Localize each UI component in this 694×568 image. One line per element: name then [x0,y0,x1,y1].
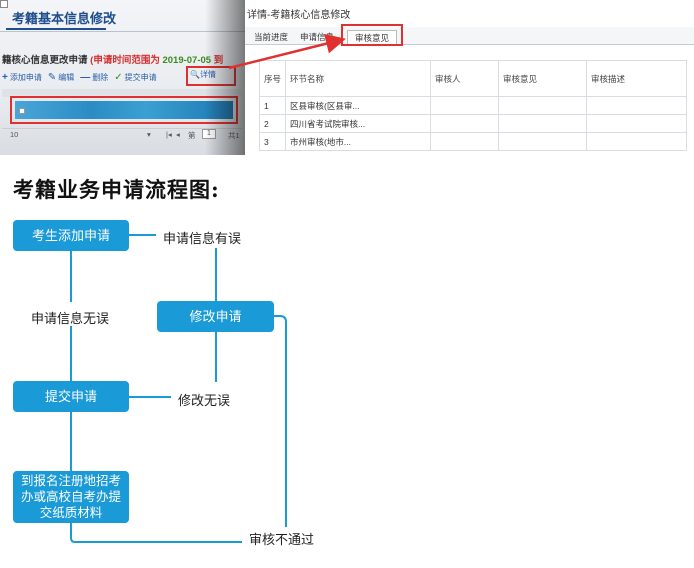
add-button[interactable]: +添加申请 [2,71,42,83]
table-row[interactable]: 3 市州审核(地市... [258,132,688,151]
edge-shadow [205,0,245,155]
left-screenshot: 考籍基本信息修改 籍核心信息更改申请 (申请时间范围为 2019-07-05 到… [0,0,245,155]
prev-page-icon[interactable]: ◂ [176,130,180,139]
flow-node-submit-materials: 到报名注册地招考办或高校自考办提交纸质材料 [13,471,129,523]
subtitle-date: 2019-07-05 [162,55,212,66]
col-description: 审核描述 [586,60,688,97]
cell-description [586,132,688,151]
tab-review-opinion[interactable]: 审核意见 [347,30,397,44]
tab-progress[interactable]: 当前进度 [253,32,288,42]
check-icon: ✓ [114,71,123,83]
flowchart-heading: 考籍业务申请流程图: [13,177,220,202]
dialog-title: 详情-考籍核心信息修改 [247,10,351,21]
subtitle-range-label: (申请时间范围为 [90,55,160,66]
flow-label-info-correct: 申请信息无误 [31,311,110,326]
page-title: 考籍基本信息修改 [12,11,117,26]
plus-icon: + [2,71,8,83]
tab-application-info[interactable]: 申请信息 [299,32,334,42]
table-row[interactable]: 2 四川省考试院审核... [258,114,688,133]
dropdown-arrow-icon[interactable]: ▾ [147,130,151,139]
table-row[interactable]: 1 区县审核(区县审... [258,96,688,115]
checkbox-icon [0,0,8,8]
tab-bar: 当前进度 申请信息 审核意见 [245,27,694,45]
red-arrow-icon [228,33,346,70]
flow-node-submit-application: 提交申请 [13,381,129,412]
search-icon: 🔍 [190,70,200,79]
table-header-row [2,89,242,97]
page-label: 第 [188,131,196,140]
cell-stage-name: 市州审核(地市... [285,132,432,151]
row-checkbox-layer [10,96,238,124]
flow-label-review-failed: 审核不通过 [249,532,315,547]
flow-node-add-application: 考生添加申请 [13,220,129,251]
selected-table-row[interactable] [15,101,233,119]
flow-label-modify-correct: 修改无误 [178,393,231,408]
delete-button[interactable]: —删除 [80,71,109,83]
submit-button[interactable]: ✓提交申请 [114,71,157,83]
cell-seq: 3 [258,132,287,151]
first-page-icon[interactable]: |◂ [166,130,172,139]
tab-divider [0,31,245,32]
title-underline [6,28,106,30]
flow-node-modify-application: 修改申请 [157,301,274,332]
review-table: 序号 环节名称 审核人 审核意见 审核描述 1 区县审核(区县审... 2 四川… [258,60,688,151]
col-seq: 序号 [258,60,287,97]
edit-button[interactable]: ✎编辑 [47,71,75,83]
subtitle-prefix: 籍核心信息更改申请 [2,55,88,66]
right-screenshot: 详情-考籍核心信息修改 当前进度 申请信息 审核意见 序号 环节名称 审核人 审… [245,0,694,160]
toolbar: +添加申请 ✎编辑 —删除 ✓提交申请 [2,70,157,84]
flow-label-info-wrong: 申请信息有误 [163,231,242,246]
page-size-select[interactable]: 10 [10,130,19,139]
row-checkbox[interactable] [19,108,25,114]
pencil-icon: ✎ [47,71,57,83]
minus-icon: — [80,71,91,83]
